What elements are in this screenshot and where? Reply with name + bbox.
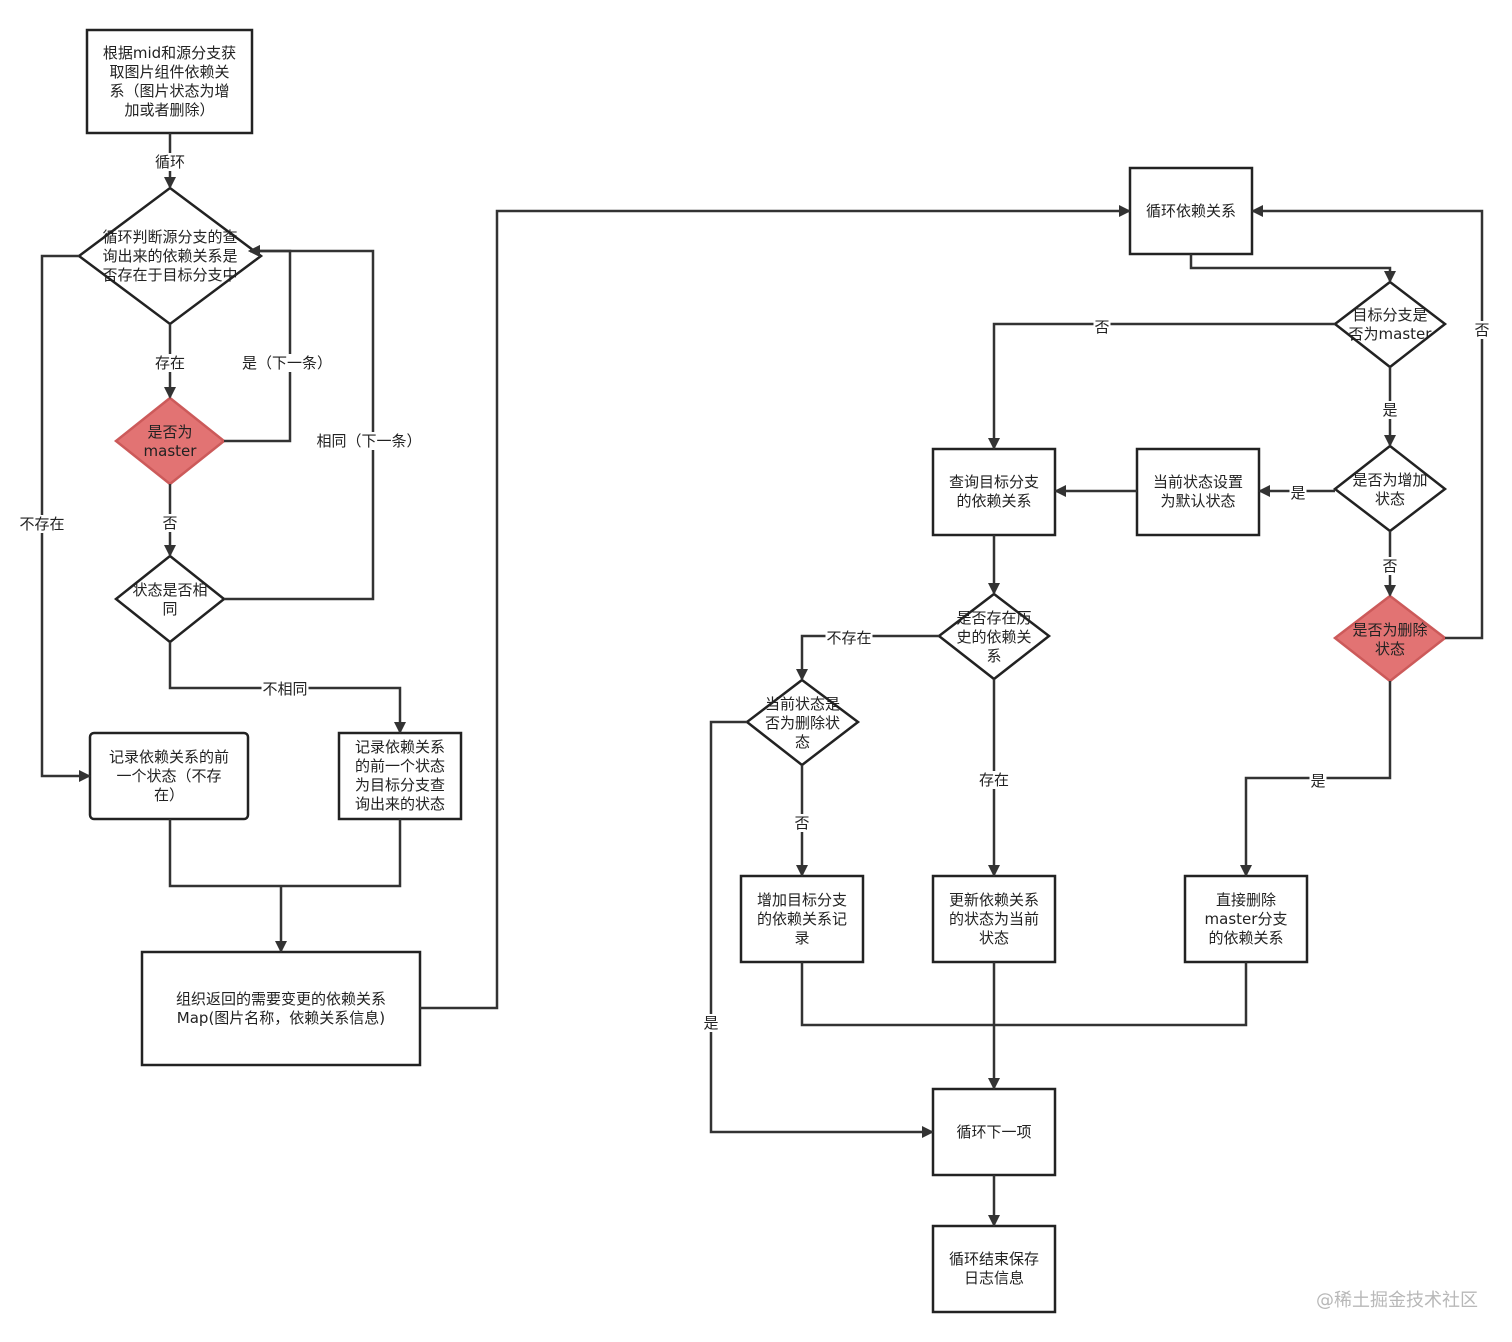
edge-map-to-loop-deps <box>420 205 1131 1010</box>
edge-label-target-no: 否 <box>1093 318 1111 336</box>
node-loop-next: 循环下一项 <box>956 1122 1032 1141</box>
node-record-prev-target-shape <box>337 731 463 821</box>
node-cur-is-delete: 当前状态是 否为删除状 态 <box>764 694 840 751</box>
edge-label-same-next: 相同（下一条） <box>315 432 423 450</box>
node-loop-end: 循环结束保存 日志信息 <box>948 1250 1039 1287</box>
node-loop-deps: 循环依赖关系 <box>1145 201 1236 220</box>
node-start: 根据mid和源分支获 取图片组件依赖关 系（图片状态为增 加或者删除） <box>102 43 237 119</box>
edge-label-not-exists: 不存在 <box>18 515 66 533</box>
node-set-default: 当前状态设置 为默认状态 <box>1152 473 1243 510</box>
watermark: @稀土掘金技术社区 <box>1316 1290 1478 1311</box>
edge-label-no-master: 否 <box>161 514 179 532</box>
edge-label-history-not-exists: 不存在 <box>825 629 873 647</box>
edge-delete-no <box>1251 205 1484 640</box>
edge-label-cur-delete-yes: 是 <box>702 1014 720 1032</box>
edge-label-not-same: 不相同 <box>261 680 309 698</box>
node-has-history: 是否存在历 史的依赖关 系 <box>956 608 1032 665</box>
edge-loop-deps-to-target-master <box>1189 254 1396 283</box>
edge-target-not-master <box>988 322 1335 450</box>
edge-same-next <box>224 245 375 601</box>
edge-merge-records <box>168 819 402 888</box>
node-add-record-shape <box>739 874 865 964</box>
node-loop-deps-shape <box>1128 166 1254 256</box>
node-record-prev-missing: 记录依赖关系的前 一个状态（不存 在） <box>108 747 229 804</box>
node-loop-check: 循环判断源分支的查 询出来的依赖关系是 否存在于目标分支中 <box>102 227 238 284</box>
node-query-target: 查询目标分支 的依赖关系 <box>948 473 1039 510</box>
node-start-shape <box>85 28 254 135</box>
node-update-state-shape <box>931 874 1057 964</box>
node-add-record: 增加目标分支 的依赖关系记 录 <box>756 890 847 947</box>
edge-label-yes-next: 是（下一条） <box>240 354 334 372</box>
node-target-is-master: 目标分支是 否为master <box>1348 306 1432 343</box>
edge-label-add-yes: 是 <box>1289 484 1307 502</box>
edge-label-history-exists: 存在 <box>977 771 1011 789</box>
node-is-add: 是否为增加 状态 <box>1352 471 1428 508</box>
edge-cur-delete-yes <box>709 720 934 1138</box>
edge-merge-actions <box>800 962 1248 1027</box>
edge-label-delete-yes: 是 <box>1309 772 1327 790</box>
node-is-delete: 是否为删除 状态 <box>1352 621 1428 658</box>
node-record-prev-target: 记录依赖关系 的前一个状态 为目标分支查 询出来的状态 <box>354 738 445 813</box>
node-is-master: 是否为 master <box>143 423 197 460</box>
node-delete-master: 直接删除 master分支 的依赖关系 <box>1204 890 1288 947</box>
edge-label-target-yes: 是 <box>1381 401 1399 419</box>
edge-label-add-no: 否 <box>1381 557 1399 575</box>
node-same-state: 状态是否相 同 <box>132 581 208 618</box>
node-organize-map: 组织返回的需要变更的依赖关系 Map(图片名称，依赖关系信息) <box>175 989 386 1027</box>
edge-label-cur-delete-no: 否 <box>793 814 811 832</box>
edge-label-loop: 循环 <box>153 153 187 171</box>
edge-history-not-exists <box>796 634 939 681</box>
edge-label-delete-no: 否 <box>1473 321 1491 339</box>
node-set-default-shape <box>1135 447 1261 537</box>
edge-label-exists: 存在 <box>153 354 187 372</box>
node-update-state: 更新依赖关系 的状态为当前 状态 <box>948 890 1039 947</box>
